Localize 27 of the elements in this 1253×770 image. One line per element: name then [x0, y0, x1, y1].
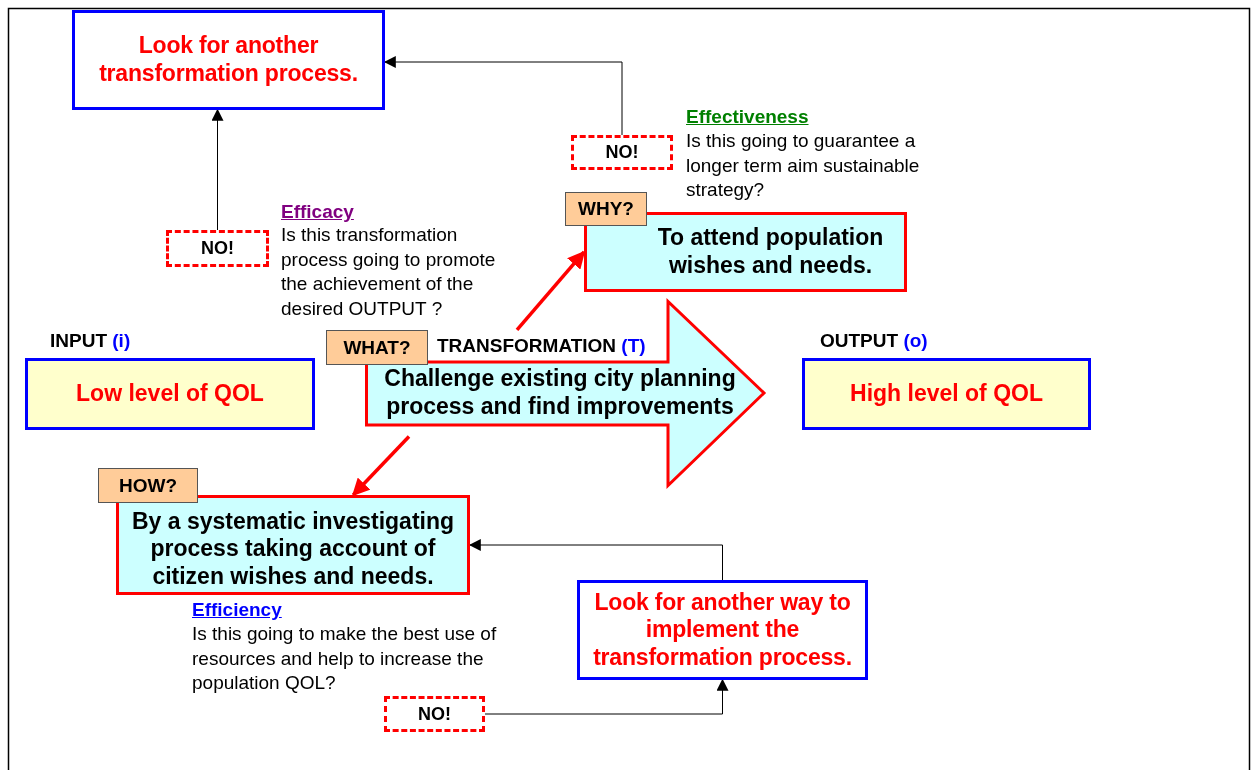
stage-heading: OUTPUT (o): [820, 330, 928, 352]
stage-heading: INPUT (i): [50, 330, 131, 352]
criterion-question: Is this transformation process going to promote the achievement of the desired OUTPUT ?: [281, 223, 497, 321]
arrow: [383, 56, 623, 136]
question-tab: WHAT?: [326, 330, 428, 365]
question-tab: WHY?: [565, 192, 647, 226]
no-box: NO!: [384, 696, 485, 732]
question-tab: HOW?: [98, 468, 198, 503]
arrow: [515, 250, 586, 332]
criterion-title: Efficacy: [281, 201, 354, 223]
no-box: NO!: [166, 230, 269, 267]
arrow: [468, 539, 723, 581]
arrow: [211, 108, 224, 231]
arrow: [351, 435, 411, 497]
input-box: Low level of QOL: [25, 358, 315, 430]
transformation-text: Challenge existing city planning process and find improvements: [383, 365, 737, 421]
arrow: [484, 678, 729, 715]
criterion-title: Efficiency: [192, 599, 282, 621]
criterion-question: Is this going to guarantee a longer term aim sustainable strategy?: [686, 129, 921, 202]
stage-heading: TRANSFORMATION (T): [437, 335, 646, 357]
criterion-title: Effectiveness: [686, 106, 809, 128]
criterion-question: Is this going to make the best use of resources and help to increase the population QOL?: [192, 622, 498, 695]
output-box: High level of QOL: [802, 358, 1091, 430]
result-box: Look for another transformation process.: [72, 10, 385, 110]
no-box: NO!: [571, 135, 673, 170]
how-box: By a systematic investigating process taking account of citizen wishes and needs.: [116, 495, 470, 595]
result-box: Look for another way to implement the transformation process.: [577, 580, 868, 680]
